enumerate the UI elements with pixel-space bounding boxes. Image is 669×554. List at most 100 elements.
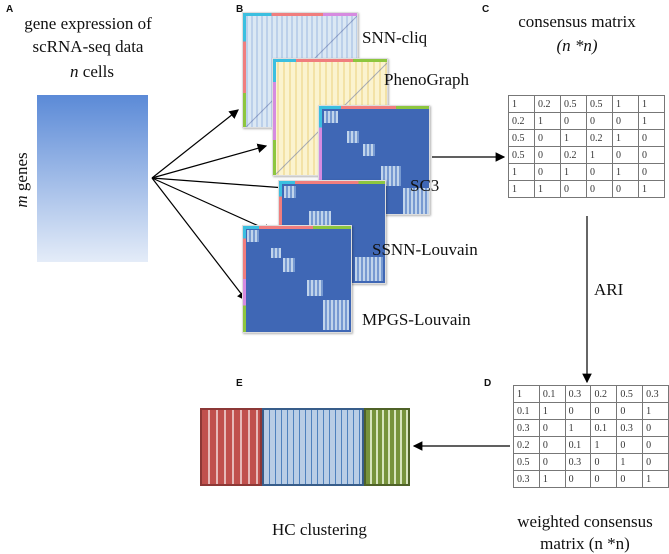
method-label-ssnn-louvain: SSNN-Louvain <box>372 240 478 259</box>
matrix-cell: 0.3 <box>513 419 540 437</box>
arrow-to-snn-cliq <box>151 109 239 179</box>
panel-a-title-2: scRNA-seq data <box>32 37 144 56</box>
matrix-cell: 0 <box>590 453 618 471</box>
matrix-cell: 1 <box>590 436 618 454</box>
matrix-cell: 0.3 <box>513 470 540 488</box>
matrix-cell: 0 <box>612 180 639 198</box>
method-label-mpgs-louvain: MPGS-Louvain <box>362 310 471 329</box>
matrix-cell: 0.3 <box>642 385 669 403</box>
weighted-title-1: weighted consensus <box>517 512 653 531</box>
matrix-cell: 1 <box>612 95 639 113</box>
matrix-cell: 0.2 <box>508 112 535 130</box>
ari-label: ARI <box>594 280 624 299</box>
cluster-bar-blue <box>262 408 364 486</box>
consensus-dims: (n *n) <box>556 36 598 55</box>
matrix-cell: 0 <box>586 163 613 181</box>
weighted-title-2: matrix (n *n) <box>540 534 630 553</box>
genes-label: m genes <box>12 140 32 220</box>
matrix-cell: 0.5 <box>616 385 644 403</box>
cluster-bar-green <box>364 408 410 486</box>
matrix-cell: 1 <box>508 95 535 113</box>
matrix-cell: 0.1 <box>513 402 540 420</box>
panel-a-title-1: gene expression of <box>24 14 152 33</box>
matrix-cell: 1 <box>538 402 566 420</box>
matrix-cell: 0 <box>642 419 669 437</box>
matrix-cell: 0 <box>586 112 613 130</box>
matrix-cell: 0.2 <box>513 436 540 454</box>
matrix-cell: 0.5 <box>513 453 540 471</box>
matrix-cell: 1 <box>642 402 669 420</box>
matrix-cell: 0.1 <box>538 385 566 403</box>
matrix-cell: 0 <box>538 419 566 437</box>
matrix-cell: 1 <box>508 163 535 181</box>
matrix-cell: 1 <box>638 95 665 113</box>
matrix-cell: 0 <box>642 453 669 471</box>
matrix-cell: 0.2 <box>590 385 618 403</box>
panel-label-c: C <box>482 4 490 15</box>
genes-var: m <box>12 195 31 208</box>
matrix-cell: 1 <box>586 146 613 164</box>
matrix-cell: 1 <box>616 453 644 471</box>
matrix-cell: 0 <box>560 112 587 130</box>
matrix-cell: 1 <box>560 129 587 147</box>
heatmap-mpgs-louvain <box>242 225 352 333</box>
arrow-to-phenograph <box>151 143 268 179</box>
matrix-cell: 0 <box>590 402 618 420</box>
panel-label-a: A <box>6 4 14 15</box>
matrix-cell: 0 <box>590 470 618 488</box>
matrix-cell: 1 <box>534 180 561 198</box>
matrix-cell: 0.5 <box>508 129 535 147</box>
arrow-to-ssnn-louvain <box>151 177 274 233</box>
matrix-cell: 0 <box>534 146 561 164</box>
cells-label: n cells <box>70 62 114 82</box>
matrix-cell: 1 <box>534 112 561 130</box>
matrix-cell: 0 <box>560 180 587 198</box>
arrow-to-mpgs-louvain <box>151 177 247 301</box>
matrix-cell: 0 <box>616 470 644 488</box>
matrix-cell: 1 <box>612 129 639 147</box>
matrix-cell: 0 <box>638 146 665 164</box>
matrix-cell: 1 <box>638 180 665 198</box>
method-label-snn-cliq: SNN-cliq <box>362 28 428 47</box>
method-label-phenograph: PhenoGraph <box>384 70 469 89</box>
expression-matrix <box>37 95 148 262</box>
matrix-cell: 0 <box>564 402 592 420</box>
cells-var: n <box>70 62 79 81</box>
matrix-cell: 0.5 <box>560 95 587 113</box>
matrix-cell: 0.2 <box>586 129 613 147</box>
genes-text: genes <box>12 152 31 196</box>
matrix-cell: 0.2 <box>560 146 587 164</box>
matrix-cell: 0 <box>642 436 669 454</box>
matrix-cell: 0 <box>538 453 566 471</box>
matrix-cell: 0 <box>538 436 566 454</box>
matrix-cell: 1 <box>564 419 592 437</box>
matrix-cell: 0.5 <box>508 146 535 164</box>
cells-text: cells <box>78 62 114 81</box>
matrix-cell: 0.5 <box>586 95 613 113</box>
matrix-cell: 0 <box>534 163 561 181</box>
consensus-title: consensus matrix <box>518 12 636 31</box>
matrix-cell: 0.3 <box>564 453 592 471</box>
matrix-cell: 1 <box>513 385 540 403</box>
panel-label-e: E <box>236 378 243 389</box>
matrix-cell: 0.3 <box>564 385 592 403</box>
method-label-sc3: SC3 <box>410 176 440 195</box>
matrix-cell: 0 <box>638 163 665 181</box>
matrix-cell: 1 <box>638 112 665 130</box>
panel-label-b: B <box>236 4 244 15</box>
matrix-cell: 0.1 <box>590 419 618 437</box>
